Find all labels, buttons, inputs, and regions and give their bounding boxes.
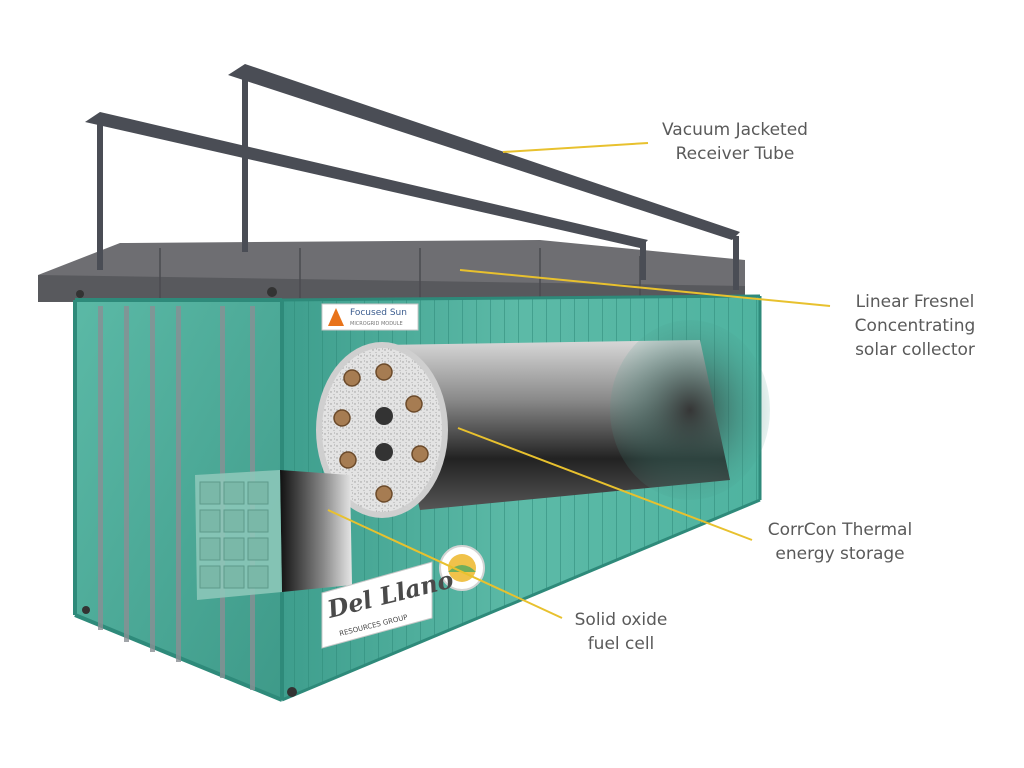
receiver-tube-rails [85,64,740,290]
callout-thermal-storage-line2: energy storage [775,544,905,564]
sun-badge-icon [439,545,485,591]
callout-fresnel-line1: Linear Fresnel [855,292,975,312]
solar-collector-slab [38,240,745,302]
callout-thermal-storage-line1: CorrCon Thermal [767,520,913,540]
callout-receiver-tube: Vacuum Jacketed Receiver Tube [640,118,830,166]
fuel-cell-stack [195,470,352,600]
focused-sun-subtext: MICROGRID MODULE [350,321,403,327]
callout-fresnel: Linear Fresnel Concentrating solar colle… [832,290,998,362]
callout-thermal-storage: CorrCon Thermal energy storage [740,518,940,566]
leader-receiver-tube [502,142,649,153]
callout-receiver-tube-line1: Vacuum Jacketed [662,120,808,140]
callout-receiver-tube-line2: Receiver Tube [675,144,795,164]
leader-lines [327,142,831,619]
callout-fuel-cell-line1: Solid oxide [574,610,668,630]
callout-fresnel-line2: Concentrating [854,316,976,336]
leader-fresnel [459,269,831,307]
storage-cylinder [316,320,770,518]
focused-sun-logo: Focused Sun MICROGRID MODULE [321,303,419,331]
callout-fresnel-line3: solar collector [855,340,975,360]
callout-fuel-cell-line2: fuel cell [587,634,655,654]
callout-fuel-cell: Solid oxide fuel cell [548,608,694,656]
focused-sun-text: Focused Sun [350,308,407,318]
leader-storage [457,427,753,541]
leader-fuel-cell [327,509,563,619]
